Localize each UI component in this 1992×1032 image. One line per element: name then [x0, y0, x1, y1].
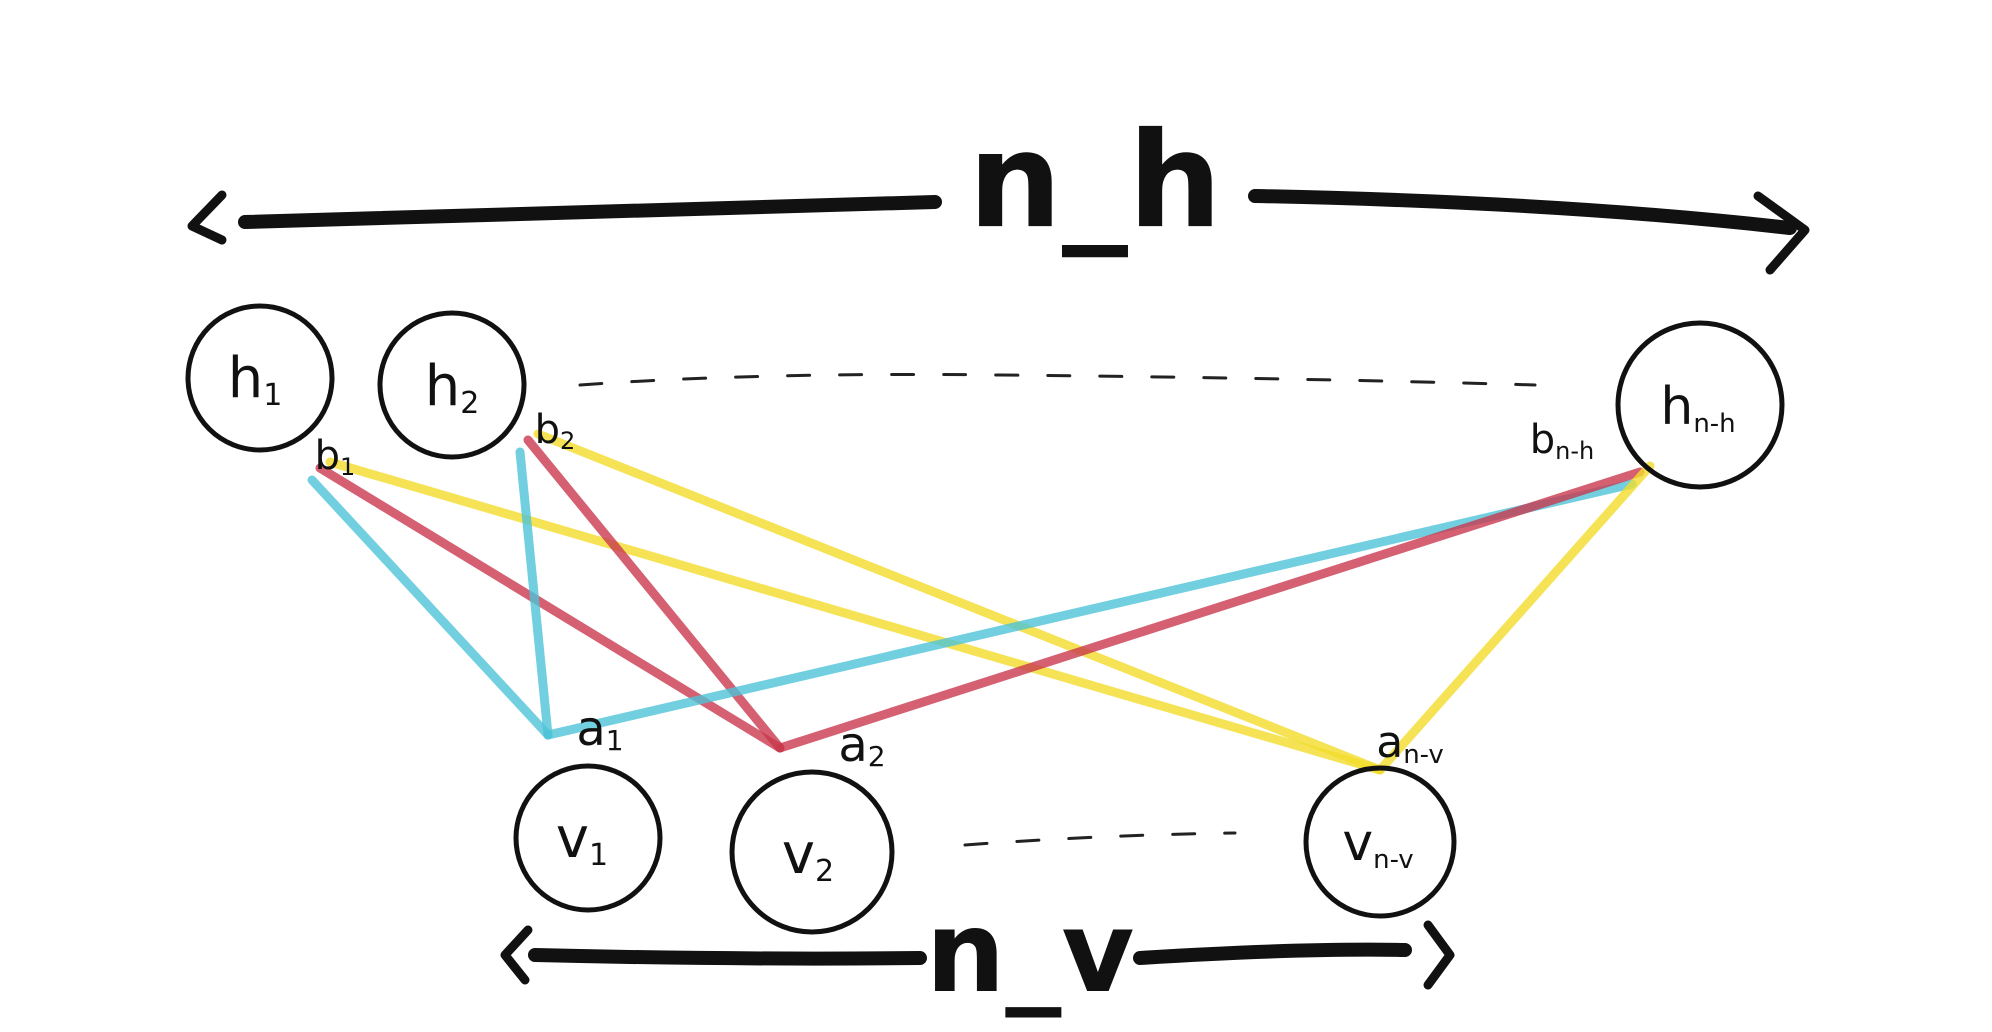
node-label: h1: [228, 346, 283, 412]
hidden-node-hnh: hn-h bn-h: [1530, 320, 1785, 490]
hidden-row-ellipsis: [578, 372, 1537, 387]
edge-hnh-v2: [775, 467, 1645, 753]
bottom-span-arrow: n_v: [500, 888, 1455, 1018]
edge-h2-v2: [523, 435, 785, 753]
bottom-span-label: n_v: [926, 888, 1135, 1018]
node-label: hn-h: [1660, 377, 1735, 439]
node-label: h2: [425, 354, 480, 420]
edge-h1-v2: [315, 463, 785, 753]
top-span-label: n_h: [968, 104, 1222, 258]
bias-label-a2: a2: [838, 717, 885, 773]
bottom-span-right-head: [1423, 920, 1455, 990]
top-span-left-head: [187, 190, 227, 245]
bias-label-b2: b2: [535, 407, 576, 455]
bias-label-bnh: bn-h: [1530, 417, 1594, 465]
top-span-right-head: [1753, 191, 1810, 275]
edge-h1-v1: [307, 475, 553, 740]
edge-hnh-vnv: [1375, 461, 1655, 775]
bias-label-anv: an-v: [1376, 717, 1444, 770]
edge-h2-v1: [515, 447, 553, 740]
bias-label-b1: b1: [315, 433, 356, 481]
bias-label-a1: a1: [576, 701, 623, 757]
node-label: v1: [556, 806, 608, 872]
visible-node-v2: v2 a2: [729, 717, 895, 935]
hidden-node-h1: h1 b1: [185, 303, 356, 481]
hidden-node-h2: h2 b2: [377, 310, 576, 460]
visible-row-ellipsis: [963, 831, 1237, 847]
bottom-span-left-head: [500, 925, 533, 985]
edge-h2-vnv: [533, 429, 1385, 775]
edge-hnh-v1: [543, 479, 1637, 740]
visible-node-vnv: vn-v an-v: [1303, 717, 1457, 919]
edge-h1-vnv: [325, 457, 1385, 775]
weight-edges: [307, 429, 1655, 775]
node-label: v2: [782, 822, 834, 888]
top-span-arrow: n_h: [187, 104, 1810, 275]
visible-node-v1: v1 a1: [513, 701, 663, 913]
node-label: vn-v: [1342, 813, 1413, 875]
